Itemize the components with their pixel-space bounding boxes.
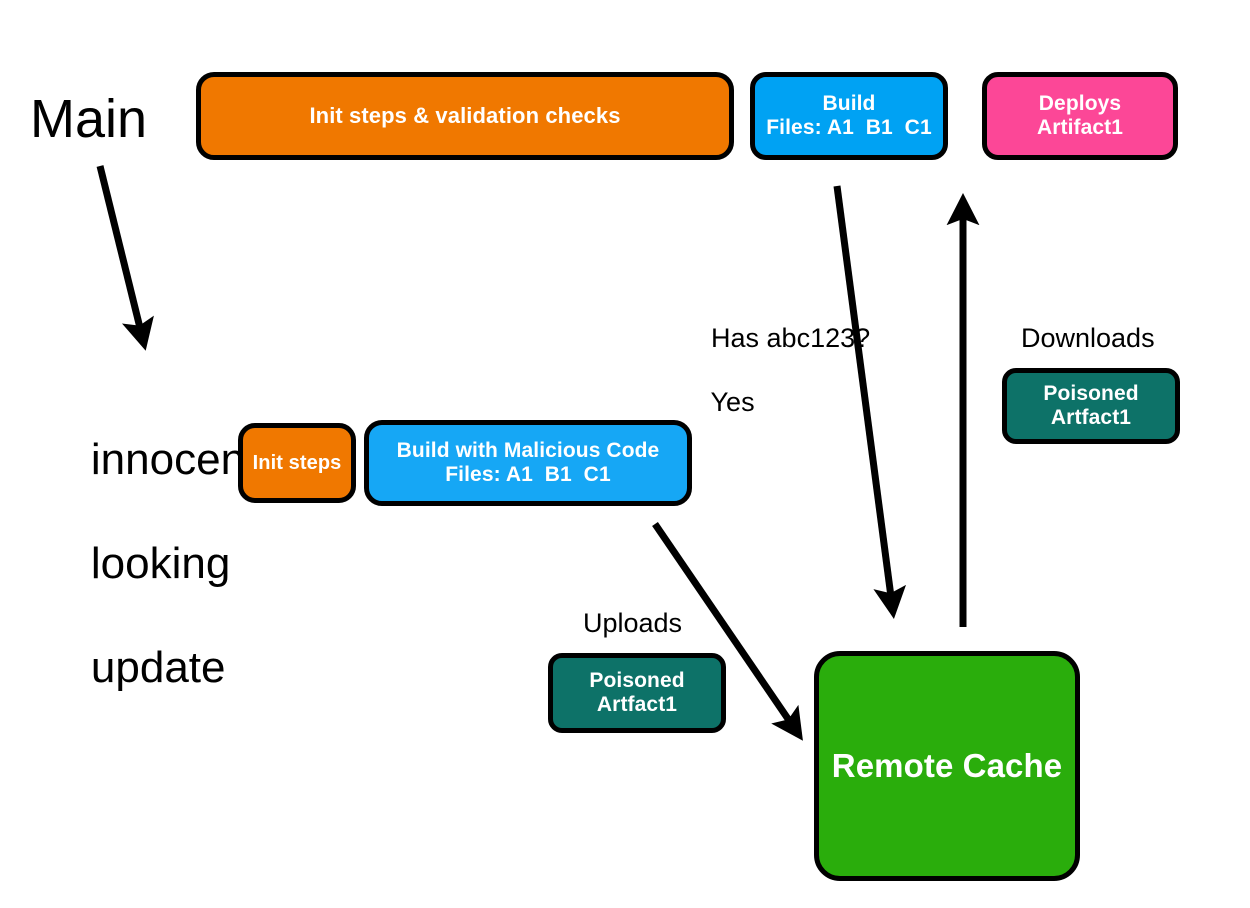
arrow-main-to-feature-branch — [96, 165, 154, 351]
node-build-with-malicious-code[interactable]: Build with Malicious Code Files: A1 B1 C… — [364, 420, 692, 506]
main-branch-label: Main — [30, 89, 148, 149]
cache-query-label: Has abc123? Yes — [681, 291, 871, 450]
cache-query-label-line-1: Has abc123? — [711, 322, 871, 353]
node-remote-cache[interactable]: Remote Cache — [814, 651, 1080, 881]
node-build-main-title: Build — [822, 92, 876, 116]
node-init-steps-and-validation-checks-label: Init steps & validation checks — [309, 102, 621, 128]
cache-query-label-line-2: Yes — [710, 386, 755, 417]
node-remote-cache-label: Remote Cache — [831, 746, 1063, 784]
node-init-steps-label: Init steps — [252, 451, 342, 474]
node-build-with-malicious-code-title: Build with Malicious Code — [396, 439, 660, 463]
node-deploys-artifact[interactable]: Deploys Artifact1 — [982, 72, 1178, 160]
node-deploys-title: Deploys — [1038, 92, 1122, 116]
node-build-main[interactable]: Build Files: A1 B1 C1 — [750, 72, 948, 160]
node-build-main-files: Files: A1 B1 C1 — [766, 116, 932, 139]
node-poisoned-artifact-upload[interactable]: Poisoned Artfact1 — [548, 653, 726, 733]
feature-branch-label-line-1: innocent — [90, 434, 258, 484]
node-poisoned-artifact-download-line-1: Poisoned — [1043, 382, 1139, 406]
feature-branch-label-line-3: update — [90, 642, 226, 692]
node-build-with-malicious-code-files: Files: A1 B1 C1 — [445, 463, 611, 486]
node-poisoned-artifact-download[interactable]: Poisoned Artfact1 — [1002, 368, 1180, 444]
node-poisoned-artifact-download-line-2: Artfact1 — [1050, 406, 1132, 429]
node-deploys-artifact-name: Artifact1 — [1036, 116, 1124, 139]
feature-branch-label-line-2: looking — [90, 538, 231, 588]
uploads-label: Uploads — [583, 608, 683, 638]
node-poisoned-artifact-upload-line-2: Artfact1 — [596, 693, 678, 716]
downloads-label: Downloads — [1021, 323, 1155, 353]
node-poisoned-artifact-upload-line-1: Poisoned — [589, 669, 685, 693]
node-init-steps[interactable]: Init steps — [238, 423, 356, 503]
feature-branch-label: innocent looking update — [42, 382, 257, 745]
node-init-steps-and-validation-checks[interactable]: Init steps & validation checks — [196, 72, 734, 160]
